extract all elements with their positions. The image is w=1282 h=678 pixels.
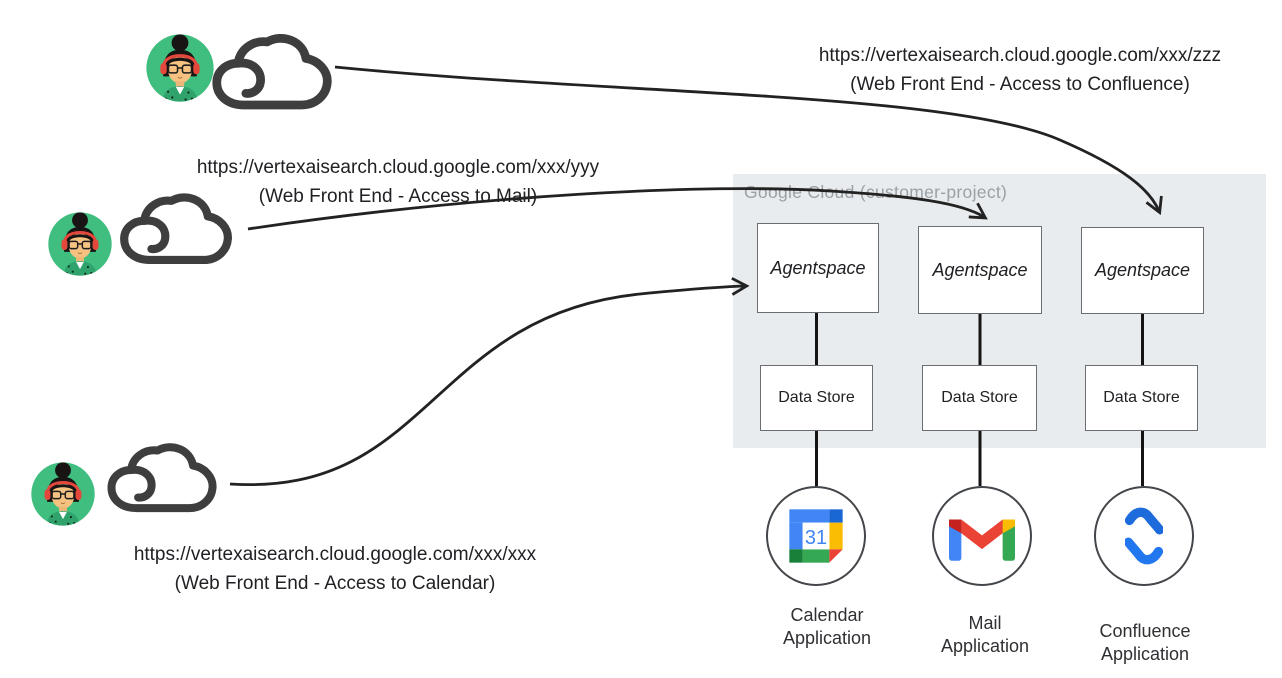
endpoint-caption: (Web Front End - Access to Confluence) (850, 73, 1190, 95)
agentspace-label: Agentspace (770, 257, 866, 278)
calendar-day-number: 31 (805, 527, 827, 549)
confluence-app-circle (1094, 486, 1194, 586)
calendar-app-label: Calendar Application (782, 605, 872, 648)
data-store-box-mail: Data Store (922, 365, 1037, 431)
confluence-icon (1125, 507, 1163, 565)
data-store-label: Data Store (1103, 389, 1180, 406)
arrow-user3-to-agentspace-calendar (229, 286, 745, 487)
confluence-endpoint-text: https://vertexaisearch.cloud.google.com/… (770, 42, 1270, 99)
data-store-box-confluence: Data Store (1085, 365, 1198, 431)
agentspace-box-calendar: Agentspace (757, 223, 879, 313)
user-avatar-icon (30, 461, 96, 527)
mail-app-label: Mail Application (940, 613, 1030, 656)
calendar-endpoint-text: https://vertexaisearch.cloud.google.com/… (85, 541, 585, 598)
agentspace-box-confluence: Agentspace (1081, 227, 1204, 314)
agentspace-label: Agentspace (1094, 260, 1191, 280)
user-avatar-icon (145, 33, 215, 103)
data-store-label: Data Store (778, 389, 855, 406)
cloud-icon (93, 439, 231, 517)
agentspace-label: Agentspace (932, 259, 1028, 280)
endpoint-url: https://vertexaisearch.cloud.google.com/… (133, 544, 537, 565)
google-calendar-icon: 31 (789, 509, 843, 563)
confluence-app-label: Confluence Application (1099, 621, 1191, 664)
cloud-icon (209, 29, 335, 115)
mail-app-circle (932, 486, 1032, 586)
agentspace-box-mail: Agentspace (918, 226, 1042, 314)
user-avatar-icon (47, 211, 113, 277)
endpoint-url: https://vertexaisearch.cloud.google.com/… (196, 157, 600, 178)
endpoint-url: https://vertexaisearch.cloud.google.com/… (818, 45, 1222, 66)
calendar-app-circle: 31 (766, 486, 866, 586)
data-store-box-calendar: Data Store (760, 365, 873, 431)
panel-title: Google Cloud (customer-project) (744, 182, 1008, 202)
data-store-label: Data Store (941, 389, 1018, 406)
endpoint-caption: (Web Front End - Access to Calendar) (174, 572, 496, 594)
gmail-icon (949, 519, 1015, 561)
cloud-icon (107, 189, 245, 269)
